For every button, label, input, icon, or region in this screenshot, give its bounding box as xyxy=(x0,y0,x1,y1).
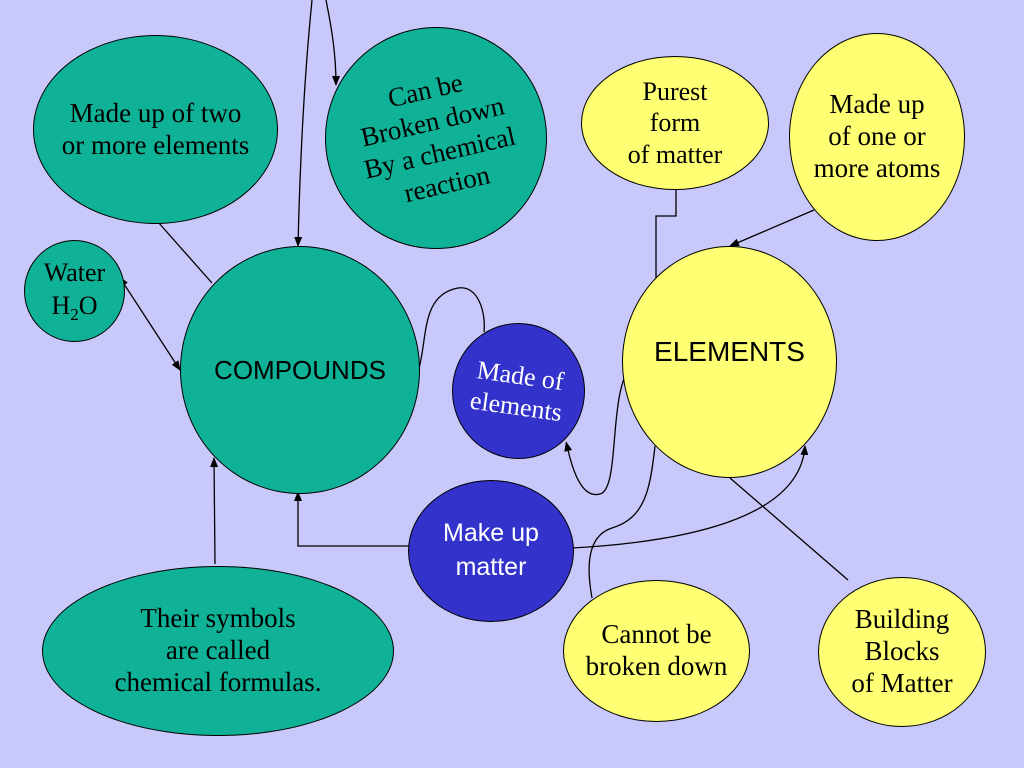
building-blocks-label: Building Blocks of Matter xyxy=(851,604,953,698)
elements-label: ELEMENTS xyxy=(654,336,805,367)
link-top-to-compounds xyxy=(294,0,313,247)
made-up-of-one-node: Made up of one or more atoms xyxy=(789,33,965,241)
link-elements-building xyxy=(729,477,849,581)
elements-node: ELEMENTS xyxy=(622,246,837,478)
link-madeof-elements xyxy=(564,361,637,496)
link-symbols-compounds xyxy=(210,457,219,565)
link-purest-elements xyxy=(655,188,677,282)
water-node: Water H2O xyxy=(24,240,125,342)
make-up-matter-node: Make up matter xyxy=(408,480,574,622)
cannot-be-broken-node: Cannot be broken down xyxy=(563,580,750,722)
water-label: Water xyxy=(43,258,106,288)
link-top-to-broken-down xyxy=(325,0,340,86)
link-cannot-elements xyxy=(588,445,656,599)
link-water-compounds xyxy=(119,276,181,371)
purest-form-node: Purest form of matter xyxy=(581,56,769,190)
made-up-of-one-label: Made up of one or more atoms xyxy=(813,89,941,183)
cannot-be-broken-label: Cannot be broken down xyxy=(585,619,728,681)
their-symbols-label: Their symbols are called chemical formul… xyxy=(114,603,322,697)
compounds-label: COMPOUNDS xyxy=(214,354,386,385)
purest-form-label: Purest form of matter xyxy=(627,77,723,169)
made-of-elements-label: Made of elements xyxy=(468,355,566,428)
building-blocks-node: Building Blocks of Matter xyxy=(818,577,986,727)
their-symbols-node: Their symbols are called chemical formul… xyxy=(42,566,394,736)
link-matter-compounds xyxy=(294,491,410,547)
can-be-broken-down-node: Can be Broken down By a chemical reactio… xyxy=(325,27,547,249)
made-of-elements-node: Made of elements xyxy=(452,323,585,459)
h2o-formula: H2O xyxy=(51,290,98,324)
can-be-broken-down-label: Can be Broken down By a chemical reactio… xyxy=(357,67,518,209)
link-madeup-one-elements xyxy=(729,209,815,247)
link-compounds-madeof xyxy=(417,287,485,373)
make-up-matter-label: Make up matter xyxy=(443,519,539,581)
made-up-of-two-label: Made up of two or more elements xyxy=(61,97,250,160)
made-up-of-two-node: Made up of two or more elements xyxy=(33,35,278,224)
link-madeup-two-compounds xyxy=(157,221,213,284)
link-matter-elements xyxy=(571,445,809,549)
compounds-node: COMPOUNDS xyxy=(180,246,420,494)
